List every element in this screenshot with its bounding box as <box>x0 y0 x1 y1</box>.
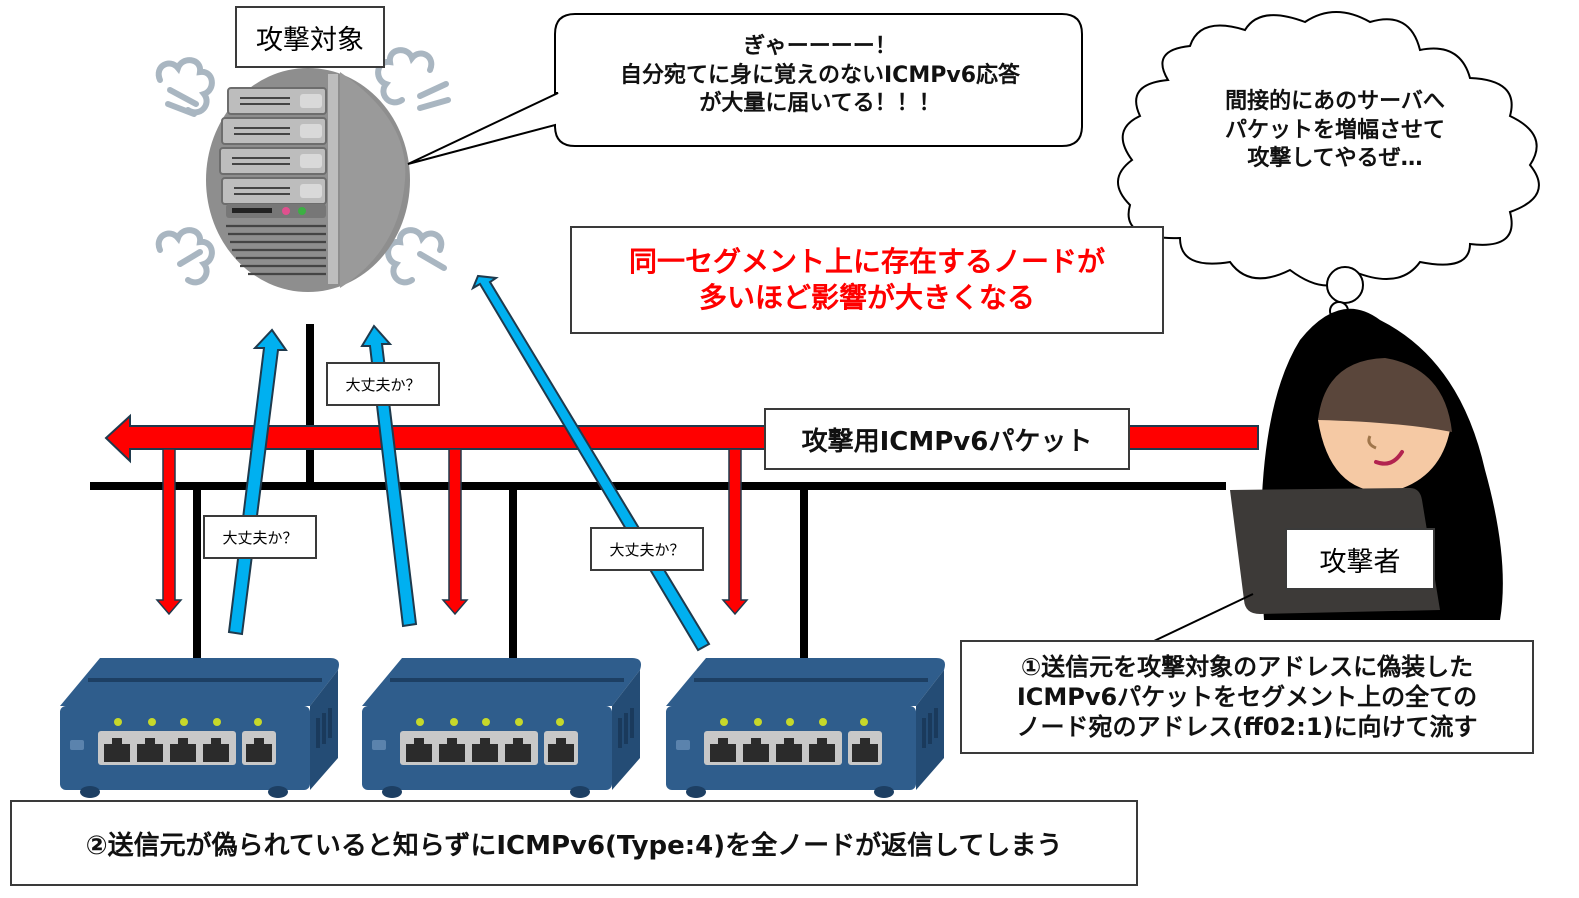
server-icon <box>159 50 451 292</box>
step1-note: ①送信元を攻撃対象のアドレスに偽装した ICMPv6パケットをセグメント上の全て… <box>960 640 1534 754</box>
target-speech-text: ぎゃーーーー！ 自分宛てに身に覚えのないICMPv6応答 が大量に届いてる！！！ <box>620 34 1020 117</box>
reply-arrow-2 <box>360 324 418 628</box>
impact-note: 同一セグメント上に存在するノードが 多いほど影響が大きくなる <box>570 226 1164 334</box>
switch-3-icon <box>664 656 947 800</box>
step2-note: ②送信元が偽られていると知らずにICMPv6(Type:4)を全ノードが返信して… <box>10 800 1138 886</box>
attack-packet-label: 攻撃用ICMPv6パケット <box>764 408 1130 470</box>
target-label: 攻撃対象 <box>235 6 385 68</box>
network-bus <box>90 324 1226 660</box>
attacker-label: 攻撃者 <box>1285 528 1435 590</box>
attacker-thought-text: 間接的にあのサーバへ パケットを増幅させて 攻撃してやるぜ… <box>1224 89 1445 172</box>
attack-drop-arrows <box>155 448 749 616</box>
target-speech-bubble <box>407 13 1083 165</box>
reply-label-3: 大丈夫か？ <box>590 527 704 571</box>
switch-1-icon <box>58 656 341 800</box>
attack-drop-1 <box>155 448 183 616</box>
switch-2-icon <box>360 656 643 800</box>
attack-drop-2 <box>441 448 469 616</box>
step1-callout-line <box>1153 593 1254 642</box>
reply-label-1: 大丈夫か？ <box>203 515 317 559</box>
attack-drop-3 <box>721 448 749 616</box>
reply-label-2: 大丈夫か？ <box>326 362 440 406</box>
